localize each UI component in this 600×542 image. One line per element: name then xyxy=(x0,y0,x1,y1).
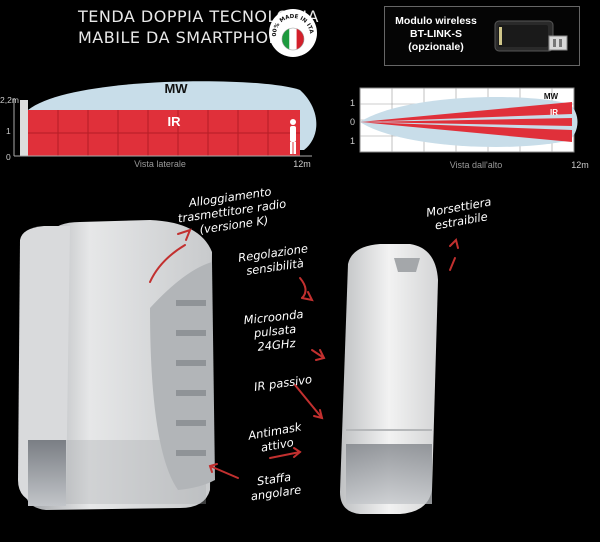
arrow-alloggiamento xyxy=(149,244,186,283)
top-mw-label: MW xyxy=(544,92,559,101)
arrow-ir-passivo-head xyxy=(313,409,324,420)
tick-1: 1 xyxy=(6,126,11,136)
arrow-staffa-head xyxy=(208,463,218,473)
module-description: Modulo wireless BT-LINK-S (opzionale) xyxy=(391,15,481,54)
ir-beam-upper xyxy=(360,102,572,122)
ir-beam-lower xyxy=(360,122,572,142)
top-tick-0: 0 xyxy=(350,117,355,127)
arrow-morsettiera xyxy=(449,257,456,271)
mw-label: MW xyxy=(164,81,188,96)
person-icon xyxy=(290,119,296,154)
side-view-label: Vista laterale xyxy=(134,159,186,169)
arrow-antimask xyxy=(269,451,301,459)
detector-left-icon xyxy=(18,220,215,510)
arrow-regolazione xyxy=(299,277,307,299)
top-tick-1-upper: 1 xyxy=(350,98,355,108)
detector-side-icon xyxy=(20,100,28,156)
ir-beam-middle xyxy=(360,118,572,126)
arrow-staffa xyxy=(209,465,239,479)
top-tick-1-lower: 1 xyxy=(350,136,355,146)
arrow-regolazione-head xyxy=(301,291,314,302)
arrow-alloggiamento-head xyxy=(177,228,192,241)
arrow-microonda xyxy=(311,349,325,359)
detector-right-icon xyxy=(340,244,438,514)
top-range-label: 12m xyxy=(571,160,589,170)
angle-bracket xyxy=(150,262,215,490)
note-microonda: Microonda pulsata 24GHz xyxy=(238,306,312,355)
tick-0: 0 xyxy=(6,152,11,162)
page-title: TENDA DOPPIA TECNOLOGIA MABILE DA SMARTP… xyxy=(78,6,319,48)
bt-link-module-icon xyxy=(494,20,568,52)
title-line-1: TENDA DOPPIA TECNOLOGIA xyxy=(78,7,319,26)
product-illustration xyxy=(18,220,459,514)
top-ir-label: IR xyxy=(550,108,558,117)
callout-arrows xyxy=(149,228,459,479)
made-in-italy-seal-icon: 100% MADE IN ITALY xyxy=(268,8,317,57)
arrow-antimask-head xyxy=(293,447,302,458)
title-line-2: MABILE DA SMARTPHONE xyxy=(78,28,292,47)
module-line-3: (opzionale) xyxy=(408,41,464,53)
top-view-label: Vista dall'alto xyxy=(450,160,503,170)
tick-2-2m: 2,2m xyxy=(0,95,19,105)
module-line-2: BT-LINK-S xyxy=(410,28,462,40)
bt-link-module-box: Modulo wireless BT-LINK-S (opzionale) xyxy=(384,6,580,66)
module-line-1: Modulo wireless xyxy=(395,15,477,27)
arrow-morsettiera-head xyxy=(449,238,459,249)
side-range-label: 12m xyxy=(293,159,311,169)
ir-label: IR xyxy=(168,114,182,129)
side-view-diagram: MW IR 2,2m 1 0 Vista laterale 12m xyxy=(0,81,317,169)
arrow-ir-passivo xyxy=(294,384,323,419)
top-view-diagram: MW IR 1 0 1 Vista dall'alto 12m xyxy=(350,87,589,170)
arrow-microonda-head xyxy=(315,349,326,361)
